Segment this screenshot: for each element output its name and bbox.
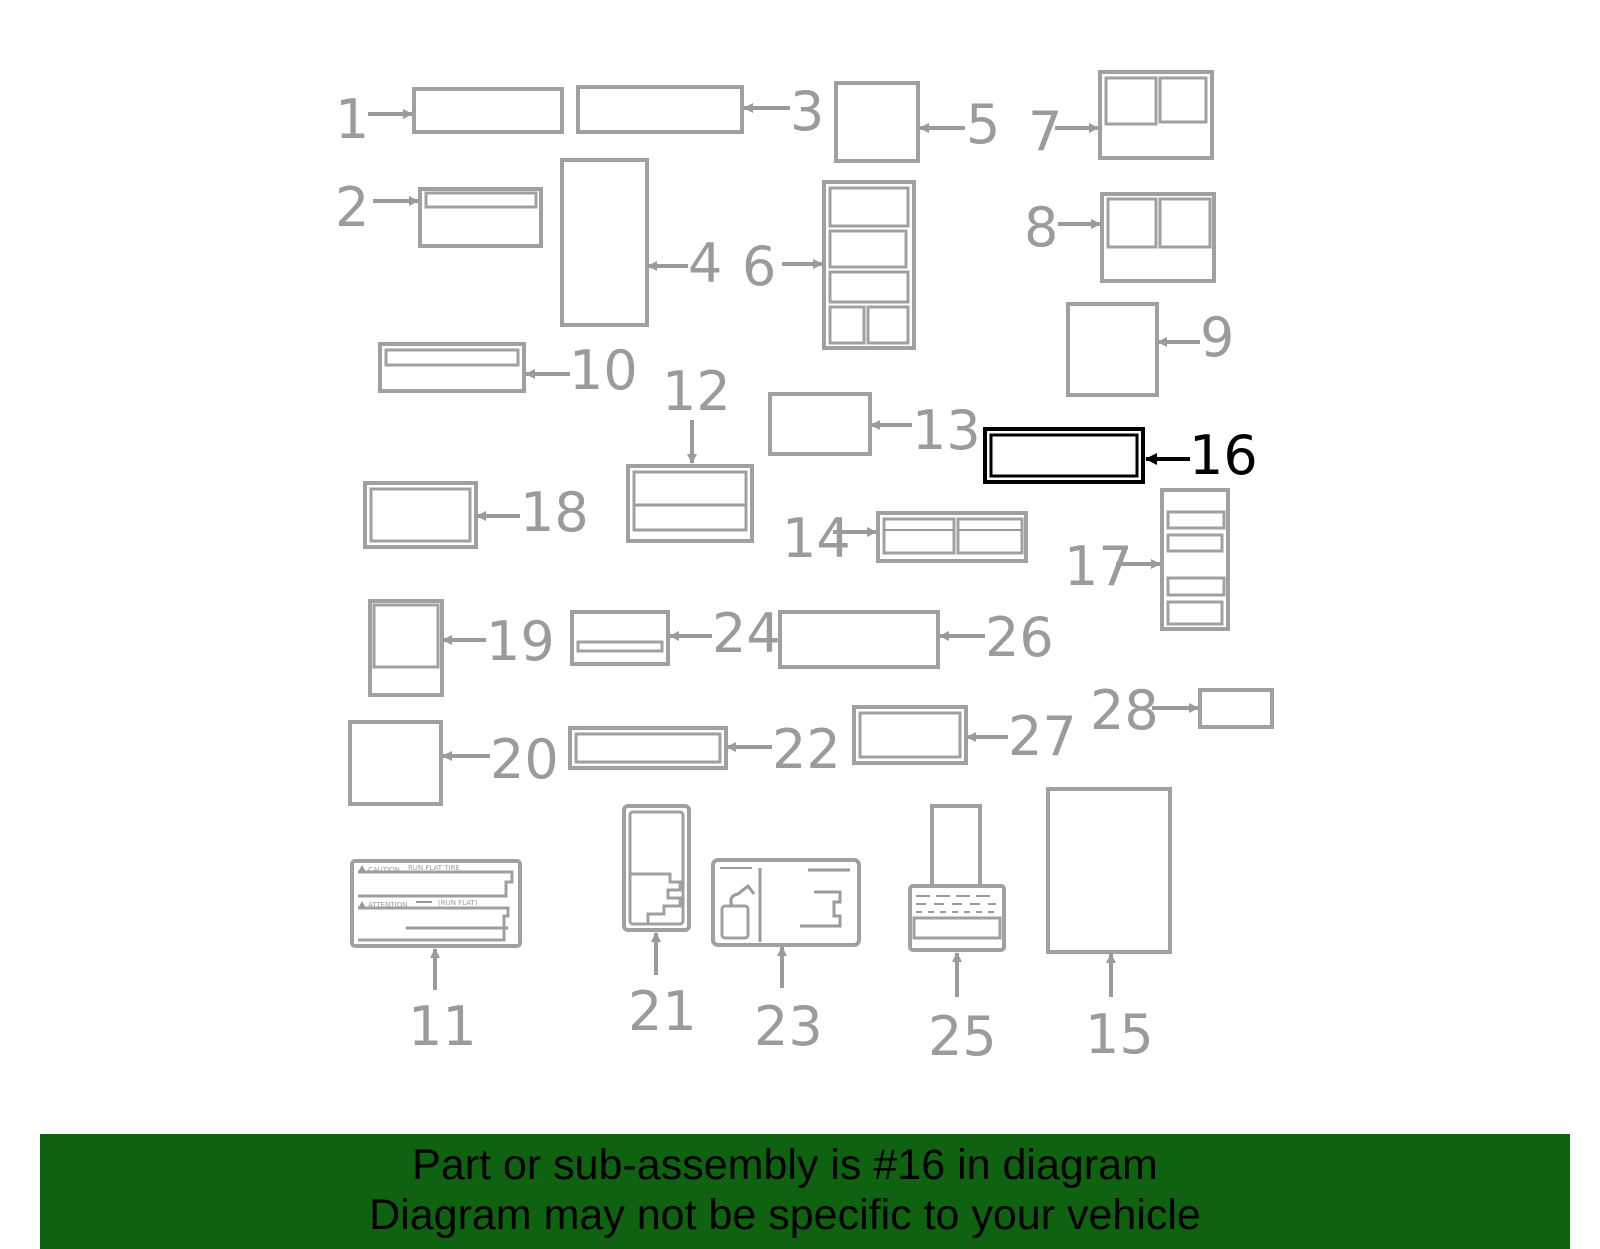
callout-16: 16 — [1189, 424, 1258, 487]
callout-5: 5 — [966, 93, 1000, 156]
part-2[interactable]: 2 — [335, 176, 543, 248]
callout-2: 2 — [335, 176, 369, 239]
part-17[interactable]: 17 — [1064, 488, 1230, 631]
part-16-highlighted[interactable]: 16 — [983, 424, 1258, 487]
callout-22: 22 — [772, 718, 841, 781]
callout-28: 28 — [1090, 679, 1159, 742]
info-banner: Part or sub-assembly is #16 in diagram D… — [40, 1134, 1570, 1249]
callout-18: 18 — [520, 481, 589, 544]
label11-run-flat: (RUN FLAT) — [438, 899, 478, 907]
part-11[interactable]: CAUTION RUN FLAT TIRE ATTENTION (RUN FLA… — [350, 859, 522, 1058]
callout-12: 12 — [662, 360, 731, 423]
callout-11: 11 — [408, 995, 477, 1058]
callout-14: 14 — [782, 507, 851, 570]
banner-line-1: Part or sub-assembly is #16 in diagram — [412, 1141, 1158, 1189]
callout-15: 15 — [1085, 1003, 1154, 1066]
part-12[interactable]: 12 — [626, 360, 754, 543]
part-22[interactable]: 22 — [568, 718, 841, 781]
callout-9: 9 — [1200, 306, 1234, 369]
callout-20: 20 — [490, 728, 559, 791]
callout-23: 23 — [754, 995, 823, 1058]
callout-27: 27 — [1008, 705, 1077, 768]
part-27[interactable]: 27 — [852, 705, 1077, 768]
callout-7: 7 — [1028, 100, 1062, 163]
part-4[interactable]: 4 — [560, 158, 722, 327]
part-7[interactable]: 7 — [1028, 70, 1214, 163]
label11-run-flat-tire: RUN FLAT TIRE — [408, 864, 460, 872]
part-20[interactable]: 20 — [348, 720, 559, 806]
callout-21: 21 — [628, 980, 697, 1043]
label11-caution: CAUTION — [368, 866, 400, 874]
part-21[interactable]: 21 — [622, 804, 697, 1043]
banner-line-2: Diagram may not be specific to your vehi… — [369, 1191, 1201, 1239]
callout-24: 24 — [712, 602, 781, 665]
parts-diagram: 1 3 5 7 2 4 6 — [335, 70, 1274, 1068]
part-15[interactable]: 15 — [1046, 787, 1172, 1066]
part-14[interactable]: 14 — [782, 507, 1028, 570]
callout-8: 8 — [1024, 196, 1058, 259]
part-9[interactable]: 9 — [1066, 302, 1234, 397]
part-6[interactable]: 6 — [742, 180, 916, 350]
callout-19: 19 — [486, 610, 555, 673]
part-26[interactable]: 26 — [778, 606, 1054, 669]
callout-10: 10 — [569, 339, 638, 402]
part-3[interactable]: 3 — [576, 80, 824, 143]
label11-attention: ATTENTION — [368, 901, 407, 909]
callout-13: 13 — [912, 399, 981, 462]
part-18[interactable]: 18 — [363, 481, 589, 549]
callout-6: 6 — [742, 235, 776, 298]
part-13[interactable]: 13 — [768, 392, 981, 462]
callout-4: 4 — [688, 232, 722, 295]
part-8[interactable]: 8 — [1024, 192, 1216, 283]
part-28[interactable]: 28 — [1090, 679, 1274, 742]
callout-3: 3 — [790, 80, 824, 143]
part-25[interactable]: 25 — [908, 804, 1006, 1068]
callout-25: 25 — [928, 1005, 997, 1068]
callout-26: 26 — [985, 606, 1054, 669]
part-24[interactable]: 24 — [570, 602, 781, 666]
part-19[interactable]: 19 — [368, 599, 555, 697]
part-23[interactable]: 23 — [711, 858, 861, 1058]
part-5[interactable]: 5 — [834, 81, 1000, 163]
callout-17: 17 — [1064, 535, 1133, 598]
part-10[interactable]: 10 — [378, 339, 638, 402]
callout-1: 1 — [335, 88, 369, 151]
part-1[interactable]: 1 — [335, 87, 564, 151]
